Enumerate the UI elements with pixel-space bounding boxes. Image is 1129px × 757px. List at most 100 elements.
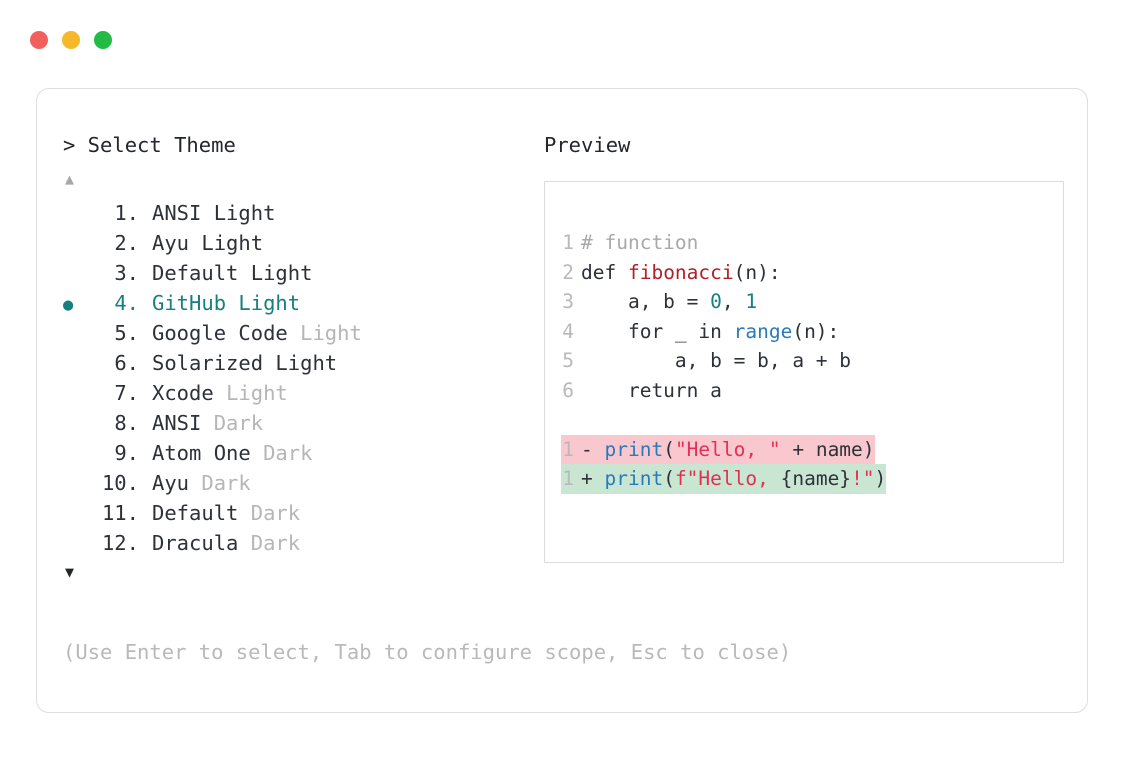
theme-item-name: GitHub Light (152, 291, 301, 315)
code-token: (n): (792, 319, 840, 343)
theme-item-name: Ayu Dark (152, 471, 251, 495)
theme-list-item[interactable]: 8. ANSI Dark (63, 408, 533, 438)
code-token: 0 (710, 290, 722, 313)
theme-list-item[interactable]: ● 4. GitHub Light (63, 288, 533, 318)
code-token: + name) (780, 437, 875, 461)
code-line: 6 return a (561, 376, 1063, 406)
theme-list-item[interactable]: 9. Atom One Dark (63, 438, 533, 468)
theme-item-name: Ayu Light (152, 231, 264, 255)
theme-item-index: 10. (101, 471, 139, 495)
theme-item-index: 6. (114, 351, 139, 375)
line-number: 1 (562, 231, 574, 254)
theme-item-variant: Light (300, 321, 362, 345)
code-token: range (733, 319, 793, 343)
window-minimize-dot[interactable] (62, 31, 80, 49)
code-token: f"Hello, (674, 467, 781, 490)
code-token: (n): (733, 260, 781, 284)
code-token: ( (663, 437, 675, 461)
code-token: return a (581, 378, 722, 402)
code-token: for _ in (581, 319, 734, 343)
theme-item-variant: Dark (213, 411, 264, 435)
theme-list-item[interactable]: 2. Ayu Light (63, 228, 533, 258)
theme-item-name: Solarized Light (152, 351, 338, 375)
theme-list-item[interactable]: 5. Google Code Light (63, 318, 533, 348)
theme-item-variant: Light (201, 231, 264, 255)
page-title: > Select Theme (63, 133, 236, 157)
theme-item-index: 4. (114, 291, 139, 315)
diff-line-wrapper: 1 + print(f"Hello, {name}!") (561, 464, 1063, 494)
diff-line-added: 1 + print(f"Hello, {name}!") (561, 464, 887, 494)
code-token: , (721, 290, 746, 313)
theme-item-variant: Light (213, 201, 276, 225)
diff-line-wrapper: 1- print("Hello, " + name) (561, 434, 1063, 464)
theme-item-index: 12. (101, 531, 139, 555)
theme-item-variant: Dark (250, 531, 301, 555)
line-number: 4 (562, 319, 574, 343)
theme-item-name: ANSI Dark (152, 411, 264, 435)
diff-line-number: 1 (562, 467, 574, 490)
code-token: "Hello, " (674, 437, 781, 461)
theme-item-variant: Light (250, 261, 313, 285)
theme-item-name: ANSI Light (152, 201, 276, 225)
window-maximize-dot[interactable] (94, 31, 112, 49)
code-line: 5 a, b = b, a + b (561, 346, 1063, 376)
scroll-down-arrow-icon[interactable]: ▼ (65, 563, 75, 581)
theme-item-index: 5. (114, 321, 139, 345)
scroll-up-arrow-icon[interactable]: ▲ (65, 170, 75, 188)
theme-selector-panel: > Select Theme ▲ 1. ANSI Light 2. Ayu Light… (36, 88, 1088, 713)
code-token: ) (874, 467, 887, 490)
line-number: 3 (562, 290, 574, 313)
theme-item-name: Xcode Light (152, 381, 288, 405)
theme-item-index: 9. (114, 441, 139, 465)
code-token: def (581, 260, 628, 284)
theme-list-item[interactable]: 1. ANSI Light (63, 198, 533, 228)
preview-label: Preview (544, 133, 631, 157)
theme-item-variant: Dark (201, 471, 251, 495)
theme-item-index: 2. (114, 231, 139, 255)
theme-item-index: 7. (114, 381, 139, 405)
code-token: !" (851, 467, 875, 490)
theme-item-name: Default Dark (152, 501, 301, 525)
line-number: 6 (562, 378, 574, 402)
theme-item-index: 8. (114, 411, 139, 435)
code-token: ( (663, 467, 675, 490)
line-number: 5 (562, 349, 574, 372)
window-close-dot[interactable] (30, 31, 48, 49)
theme-item-name: Atom One Dark (152, 441, 313, 465)
diff-line-removed: 1- print("Hello, " + name) (561, 434, 875, 464)
code-spacer (561, 405, 1063, 435)
code-token: print (604, 467, 664, 490)
theme-item-variant: Light (226, 381, 288, 405)
code-line: 4 for _ in range(n): (561, 317, 1063, 347)
theme-item-variant: Dark (250, 501, 301, 525)
theme-item-index: 11. (101, 501, 139, 525)
theme-item-index: 1. (114, 201, 139, 225)
window-titlebar (30, 31, 112, 49)
theme-item-variant: Dark (263, 441, 313, 465)
theme-item-name: Default Light (152, 261, 313, 285)
theme-item-name: Google Code Light (152, 321, 362, 345)
code-token: fibonacci (627, 260, 734, 284)
theme-list-item[interactable]: 10. Ayu Dark (63, 468, 533, 498)
theme-list-item[interactable]: 11. Default Dark (63, 498, 533, 528)
selected-bullet-icon: ● (63, 295, 74, 315)
theme-list-item[interactable]: 6. Solarized Light (63, 348, 533, 378)
diff-sign: + (581, 467, 605, 490)
theme-list: 1. ANSI Light 2. Ayu Light 3.Default Light ● 4… (63, 198, 533, 558)
theme-item-name: Dracula Dark (152, 531, 301, 555)
theme-list-item[interactable]: 3.Default Light (63, 258, 533, 288)
code-token: {name} (780, 467, 852, 490)
theme-list-item[interactable]: 7. Xcode Light (63, 378, 533, 408)
code-token: # function (581, 231, 699, 254)
theme-selector-column: > Select Theme ▲ 1. ANSI Light 2. Ayu Light… (63, 133, 533, 582)
diff-line-number: 1 (562, 437, 574, 461)
theme-list-item[interactable]: 12. Dracula Dark (63, 528, 533, 558)
diff-sign: - (581, 437, 605, 461)
theme-item-variant: Light (275, 351, 338, 375)
code-token: print (604, 437, 664, 461)
code-token: a, b = b, a + b (581, 349, 852, 372)
code-token: 1 (745, 290, 758, 313)
